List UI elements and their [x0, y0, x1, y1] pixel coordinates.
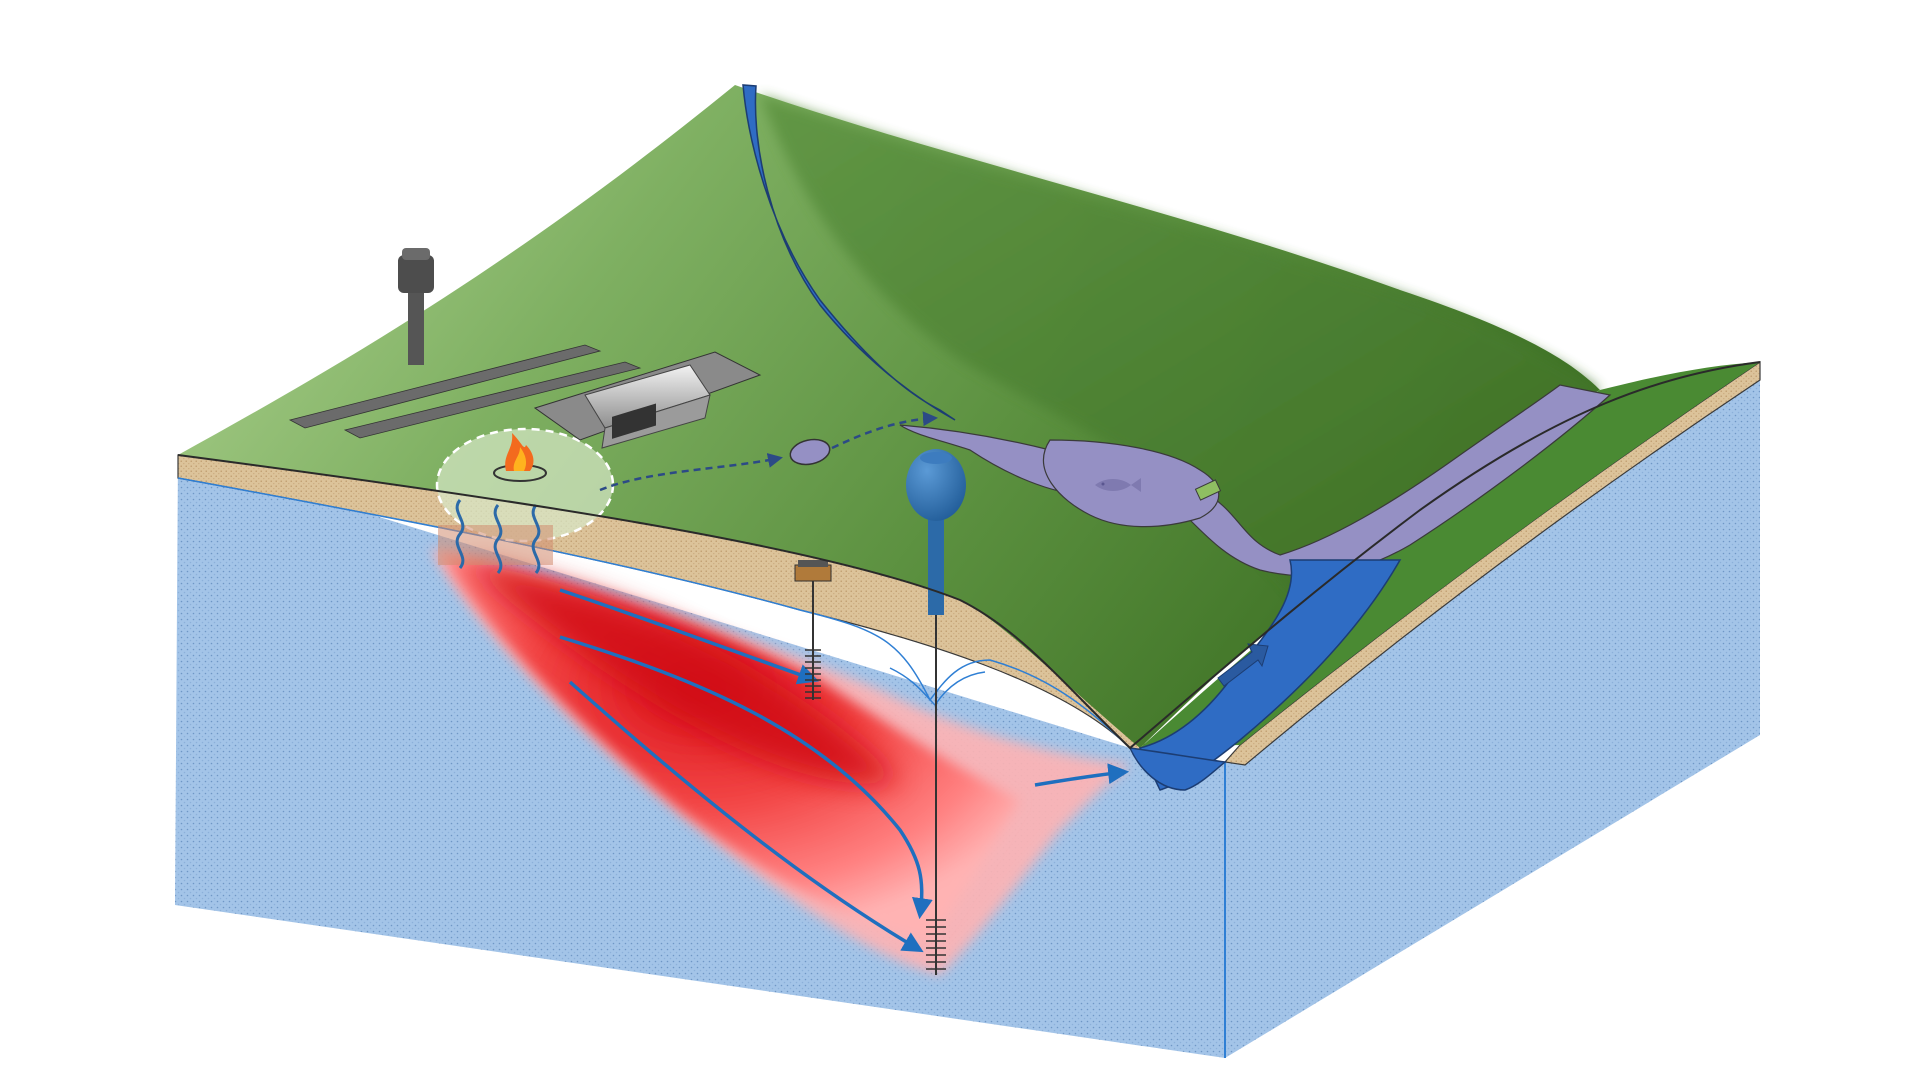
hill-shading [760, 95, 1600, 600]
flow-arrow-3 [568, 680, 924, 953]
flow-arrow-4 [1034, 763, 1130, 787]
stream [742, 84, 956, 421]
runoff-arrow-2 [831, 411, 938, 450]
wetland-pond [1043, 439, 1220, 528]
stream-flow-arrow [1217, 643, 1269, 687]
water-tower [906, 449, 966, 615]
detention-pond [789, 438, 831, 466]
hangar [584, 364, 711, 449]
monitoring-well-shallow [794, 560, 832, 700]
stream-outlet [1128, 747, 1227, 791]
contaminant-plume-core [460, 560, 900, 784]
supply-well [926, 615, 946, 975]
aquifer-right-face [1225, 362, 1760, 1058]
fire-icon [493, 433, 547, 482]
fish-icon [1095, 478, 1141, 492]
runway-1 [288, 344, 602, 429]
flow-arrow-2 [559, 635, 933, 920]
runoff-arrow-1 [599, 452, 783, 492]
unsaturated-zone-right [1223, 360, 1761, 766]
culvert [1194, 479, 1222, 501]
groundwater-flow-arrows [559, 588, 1130, 953]
infiltration-arrows [455, 499, 541, 574]
runway-2 [343, 361, 642, 439]
control-tower [398, 248, 434, 365]
flow-arrow-1 [559, 588, 819, 685]
stream-channel-lower [1138, 559, 1402, 791]
land-surface-edge [177, 361, 1761, 750]
